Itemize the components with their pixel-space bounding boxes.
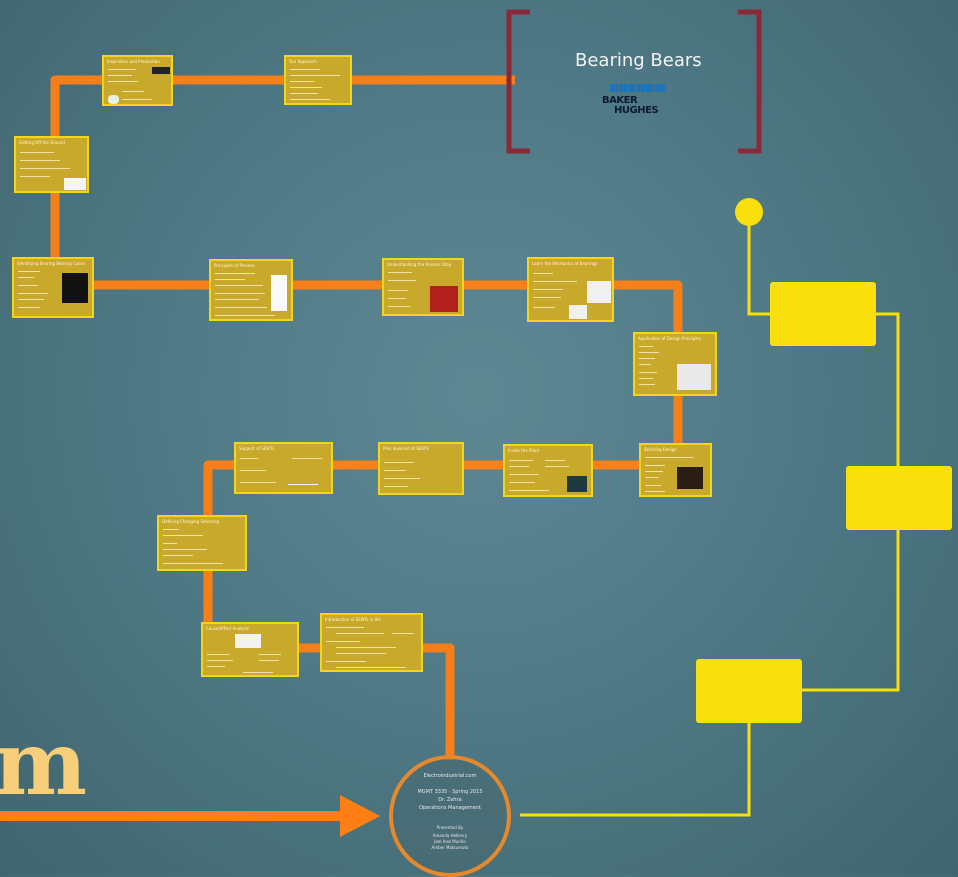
card-mechanics[interactable]: Learn the Mechanics of Bearings: [527, 257, 614, 322]
card-title: Support of SEWTs: [239, 446, 275, 451]
card-inspiration[interactable]: Inspiration and Prevention: [102, 55, 173, 106]
thumbnail-icon: [271, 275, 287, 311]
bracket-left: [506, 9, 530, 154]
yellow-dot[interactable]: [735, 198, 763, 226]
thumbnail-icon: [677, 467, 703, 489]
card-pros-involved[interactable]: Pros Involved of SEWTs: [378, 442, 464, 495]
card-principles[interactable]: Principles of Process: [209, 259, 293, 321]
logo-line2: HUGHES: [614, 105, 659, 116]
people-icon: [235, 634, 261, 648]
circle-line5: Presented By: [436, 825, 464, 830]
start-circle[interactable]: Electroindustrial.com MGMT 3335 · Spring…: [389, 755, 511, 877]
card-title: Getting Off the Ground: [19, 140, 65, 145]
card-understanding[interactable]: Understanding the Process Stop: [382, 258, 464, 316]
logo-icon: [610, 84, 665, 92]
card-title: Cause/Effect Analysis: [206, 626, 249, 631]
card-title: Identifying Bearing Bearing Cases: [17, 261, 85, 266]
card-approach[interactable]: Our Approach: [284, 55, 352, 105]
card-title: Principles of Process: [214, 263, 255, 268]
card-stitching-design[interactable]: Stitching Design: [639, 443, 712, 497]
card-introduction-sewts[interactable]: Introduction of SEWTs in BH: [320, 613, 423, 672]
card-getting-off-ground[interactable]: Getting Off the Ground: [14, 136, 89, 193]
card-identifying[interactable]: Identifying Bearing Bearing Cases: [12, 257, 94, 318]
card-title: Stitching Design: [644, 447, 677, 452]
yellow-frame-1[interactable]: [770, 282, 876, 346]
bar-chart-icon: [288, 466, 318, 485]
thumbnail-icon: [567, 476, 587, 492]
thumbnail-icon: [569, 305, 587, 319]
thumbnail-icon: [677, 364, 711, 390]
yellow-frame-3[interactable]: [696, 659, 802, 723]
thumbnail-icon: [587, 281, 611, 303]
card-inside-plant[interactable]: Inside the Plant: [503, 444, 593, 497]
circle-line6: Amanda Hellenry: [432, 833, 468, 838]
baker-hughes-logo: BAKER HUGHES: [598, 84, 670, 120]
card-application[interactable]: Application of Design Principles: [633, 332, 717, 396]
card-support-sewts[interactable]: Support of SEWTs: [234, 442, 333, 494]
circle-line3: Dr. Zehra: [438, 797, 462, 803]
circle-line7: Joel Inez Murillo: [434, 839, 466, 844]
card-title: Introduction of SEWTs in BH: [325, 617, 381, 622]
card-title: Inspiration and Prevention: [107, 59, 160, 64]
thumbnail-icon: [62, 273, 88, 303]
presentation-title: Bearing Bears: [575, 50, 702, 71]
card-cause-effect[interactable]: Cause/Effect Analysis: [201, 622, 299, 677]
path-arrow-head: [340, 795, 380, 837]
card-title: Pros Involved of SEWTs: [383, 446, 429, 451]
yellow-frame-2[interactable]: [846, 466, 952, 530]
thumbnail-icon: [108, 95, 119, 104]
card-title: Defining Changing Selecting: [162, 519, 219, 524]
thumbnail-icon: [64, 178, 86, 190]
thumbnail-icon: [152, 67, 170, 74]
card-title: Inside the Plant: [508, 448, 540, 453]
yellow-path: [520, 212, 900, 817]
bracket-right: [738, 9, 762, 154]
logo-line1: BAKER: [602, 95, 638, 106]
circle-line1: Electroindustrial.com: [423, 773, 477, 779]
thumbnail-icon: [430, 286, 458, 312]
big-letter: m: [0, 711, 88, 815]
card-title: Application of Design Principles: [638, 336, 701, 341]
circle-line2: MGMT 3335 · Spring 2015: [417, 789, 483, 795]
card-title: Understanding the Process Stop: [387, 262, 452, 267]
circle-line8: Amber Matsumoto: [431, 845, 469, 850]
circle-line4: Operations Management: [418, 805, 481, 811]
card-defining[interactable]: Defining Changing Selecting: [157, 515, 247, 571]
card-title: Our Approach: [289, 59, 317, 64]
card-title: Learn the Mechanics of Bearings: [532, 261, 598, 266]
